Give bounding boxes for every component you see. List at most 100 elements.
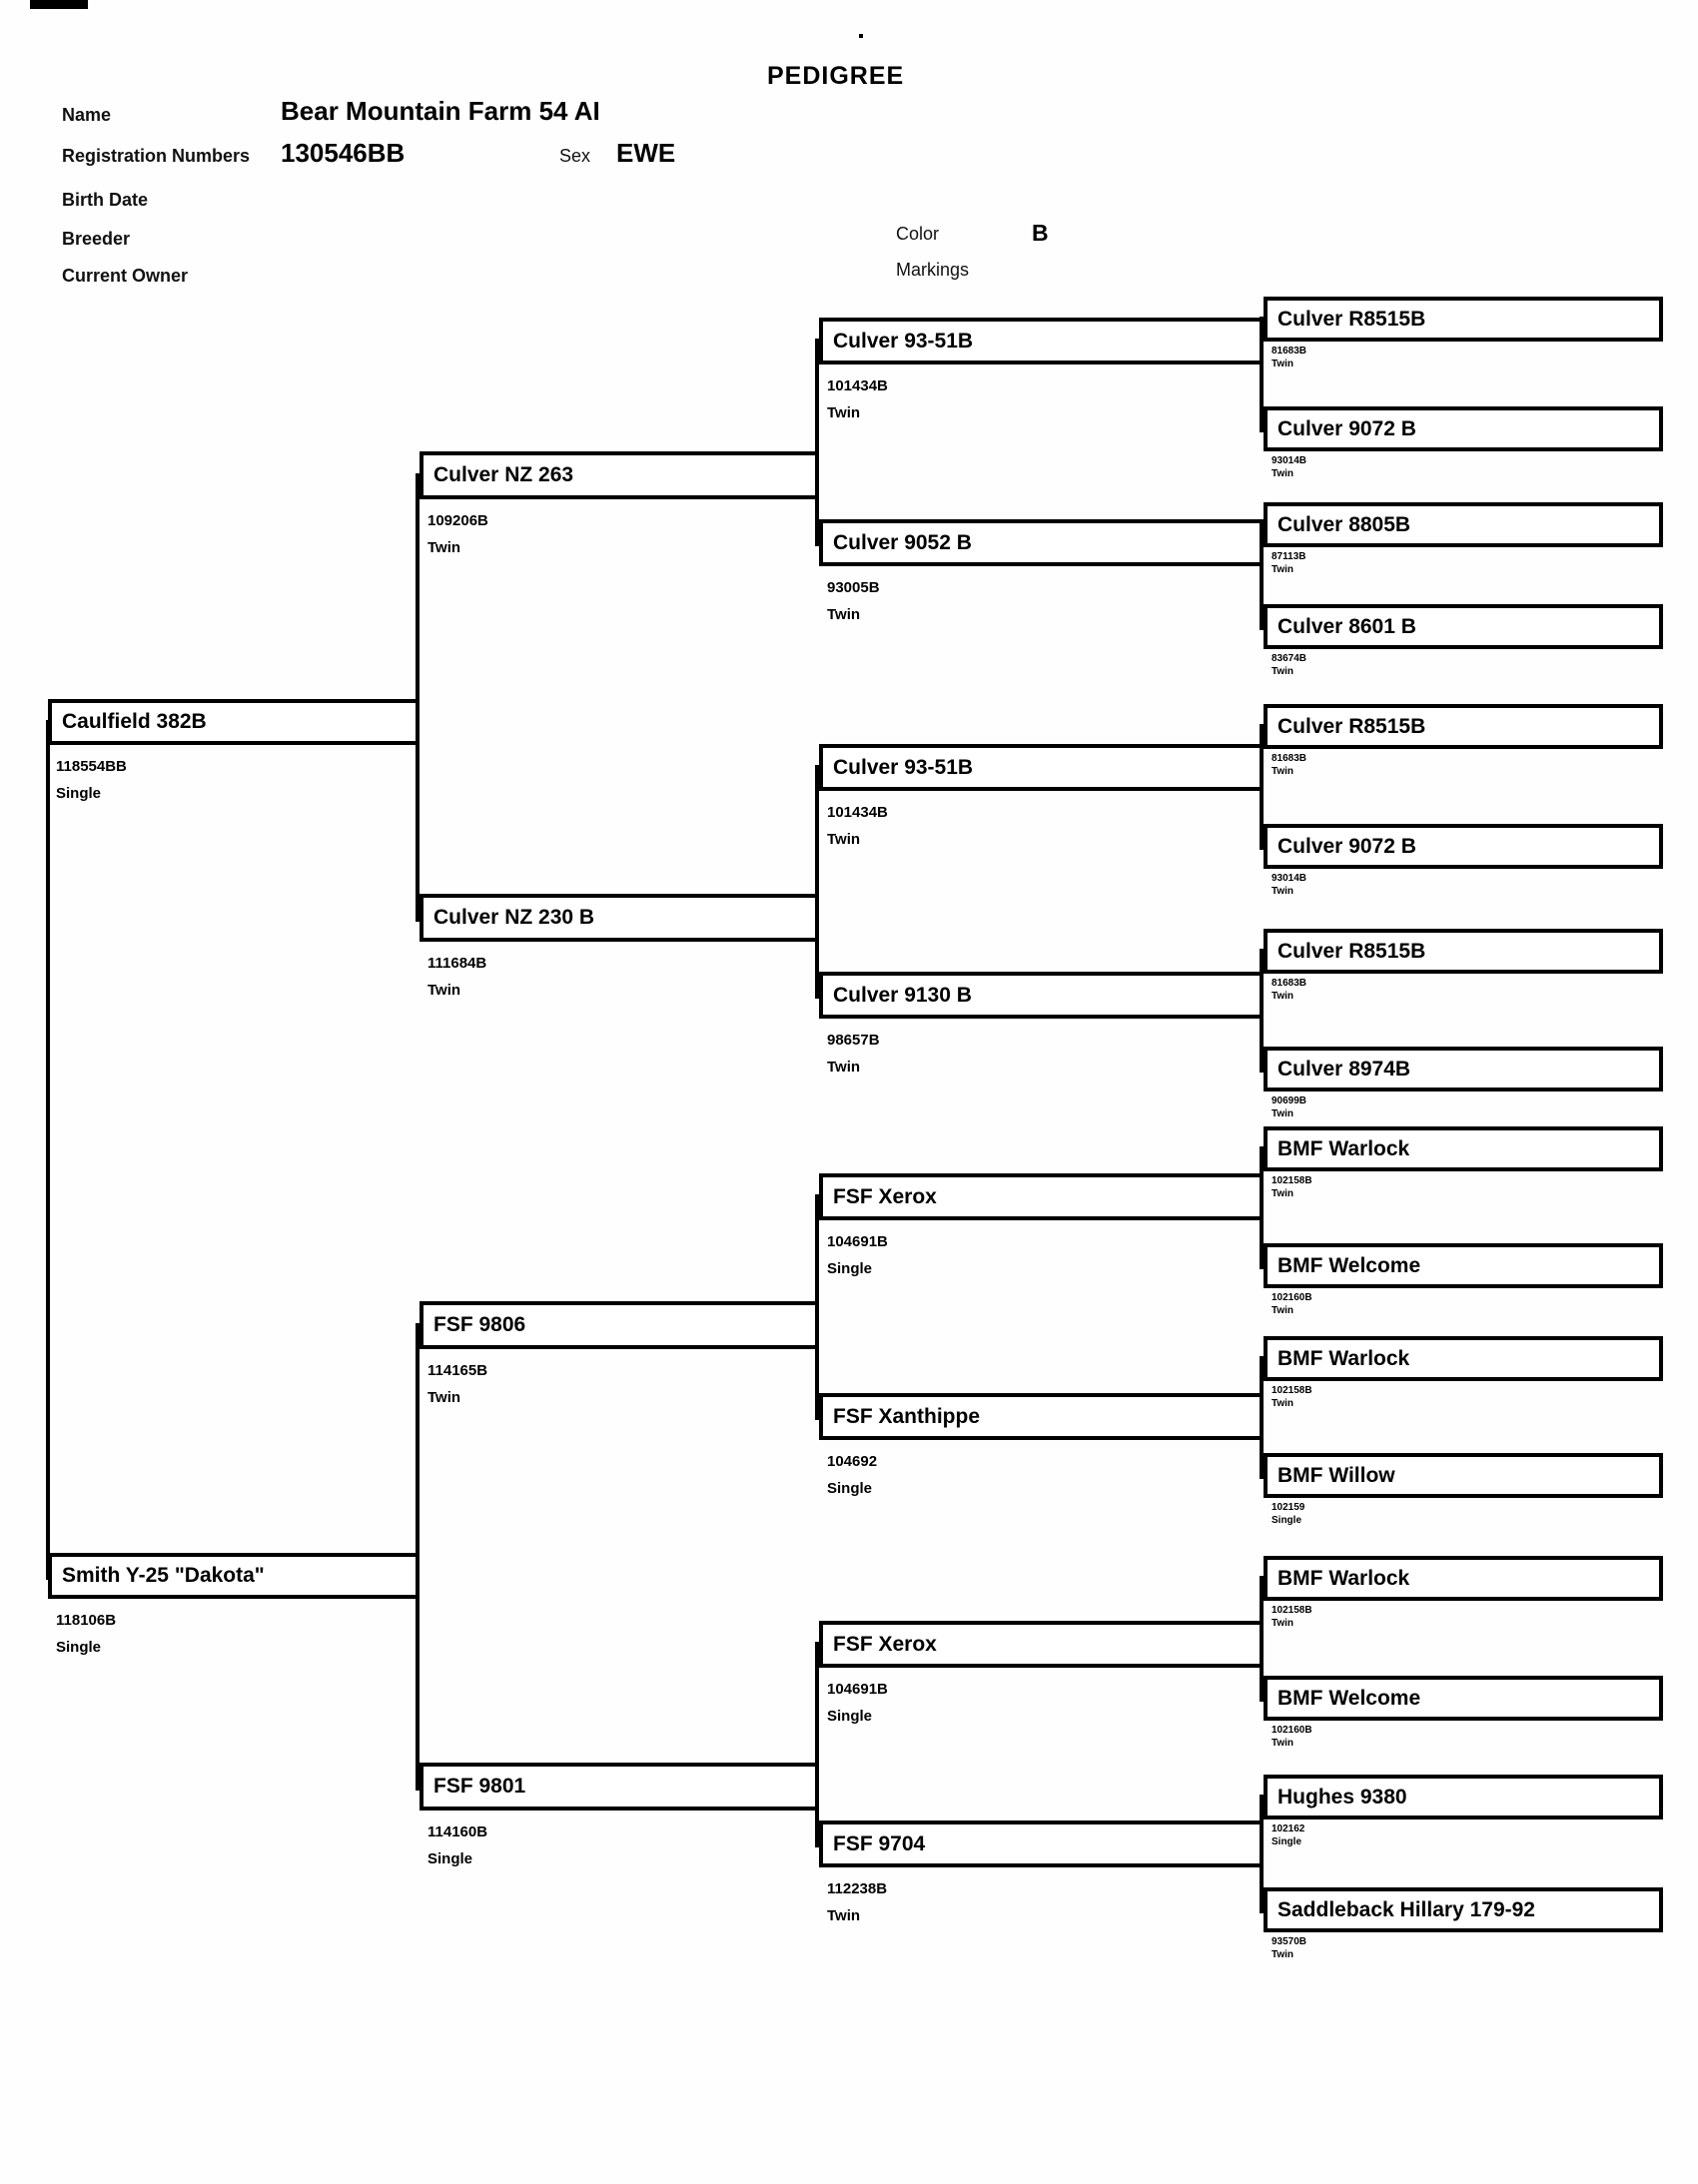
- animal-reg-number: 102160B: [1272, 1292, 1312, 1303]
- animal-reg-number: 111684B: [427, 955, 487, 972]
- animal-details: 93005B Twin: [819, 574, 1264, 628]
- pedigree-node: FSF 9801 114160B Single: [420, 1763, 819, 1872]
- pedigree-node: Culver R8515B 81683B Twin: [1264, 297, 1663, 370]
- animal-name-box: Culver NZ 263: [420, 451, 819, 499]
- animal-details: 104692 Single: [819, 1448, 1264, 1502]
- animal-name: FSF 9801: [433, 1775, 526, 1798]
- animal-details: 83674B Twin: [1264, 652, 1663, 678]
- animal-name: Culver 8974B: [1277, 1057, 1411, 1081]
- animal-name-box: Culver R8515B: [1264, 929, 1663, 974]
- animal-name: Culver NZ 263: [433, 463, 574, 486]
- animal-birth-type: Single: [1272, 1836, 1302, 1847]
- animal-name-box: FSF 9801: [420, 1763, 819, 1811]
- animal-reg-number: 87113B: [1272, 551, 1306, 562]
- animal-details: 104691B Single: [819, 1676, 1264, 1730]
- animal-birth-type: Twin: [1272, 991, 1294, 1002]
- animal-reg-number: 104692: [827, 1453, 878, 1470]
- pedigree-node: BMF Willow 102159 Single: [1264, 1453, 1663, 1527]
- animal-details: 102160B Twin: [1264, 1724, 1663, 1750]
- animal-name-box: Culver 93-51B: [819, 744, 1264, 791]
- animal-birth-type: Twin: [427, 982, 461, 999]
- connector-line: [815, 1642, 819, 1847]
- animal-details: 90699B Twin: [1264, 1094, 1663, 1120]
- animal-reg-number: 101434B: [827, 377, 888, 394]
- animal-name: FSF Xanthippe: [833, 1404, 980, 1428]
- animal-birth-type: Twin: [1272, 1188, 1294, 1199]
- animal-name: Culver 9072 B: [1277, 416, 1416, 440]
- animal-details: 104691B Single: [819, 1228, 1264, 1282]
- animal-details: 101434B Twin: [819, 799, 1264, 853]
- animal-reg-number: 83674B: [1272, 653, 1307, 664]
- pedigree-node: Saddleback Hillary 179-92 93570B Twin: [1264, 1887, 1663, 1961]
- pedigree-node: Culver NZ 263 109206B Twin: [420, 451, 819, 561]
- connector-line: [815, 765, 819, 999]
- sex-label: Sex: [559, 146, 591, 166]
- animal-name: BMF Warlock: [1277, 1136, 1410, 1160]
- animal-birth-type: Twin: [1272, 359, 1294, 369]
- markings-label: Markings: [896, 260, 970, 280]
- animal-birth-type: Twin: [827, 1059, 861, 1076]
- pedigree-node: FSF 9806 114165B Twin: [420, 1301, 819, 1411]
- animal-name-box: Culver 93-51B: [819, 318, 1264, 364]
- animal-reg-number: 102160B: [1272, 1725, 1312, 1736]
- animal-name-box: FSF Xanthippe: [819, 1393, 1264, 1440]
- registration-value: 130546BB: [281, 138, 406, 168]
- animal-name: BMF Willow: [1277, 1463, 1395, 1487]
- animal-reg-number: 118106B: [56, 1612, 117, 1629]
- animal-name-box: Saddleback Hillary 179-92: [1264, 1887, 1663, 1932]
- animal-birth-type: Twin: [1272, 766, 1294, 777]
- animal-details: 112238B Twin: [819, 1875, 1264, 1929]
- animal-name: BMF Welcome: [1277, 1253, 1421, 1277]
- animal-name-box: Culver R8515B: [1264, 297, 1663, 342]
- animal-details: 87113B Twin: [1264, 550, 1663, 576]
- animal-name: Culver 9052 B: [833, 530, 972, 554]
- animal-birth-type: Twin: [1272, 886, 1294, 897]
- animal-details: 111684B Twin: [420, 950, 819, 1004]
- animal-name: Culver R8515B: [1277, 307, 1426, 331]
- animal-birth-type: Single: [827, 1708, 873, 1725]
- animal-name-box: BMF Willow: [1264, 1453, 1663, 1498]
- pedigree-node: Culver R8515B 81683B Twin: [1264, 704, 1663, 778]
- animal-name: Culver 9072 B: [1277, 834, 1416, 858]
- animal-details: 81683B Twin: [1264, 977, 1663, 1003]
- animal-details: 93014B Twin: [1264, 872, 1663, 898]
- animal-name-box: Culver 9072 B: [1264, 824, 1663, 869]
- animal-name-box: BMF Warlock: [1264, 1126, 1663, 1171]
- animal-birth-type: Single: [427, 1850, 473, 1867]
- animal-name: Culver 8805B: [1277, 512, 1411, 536]
- animal-name-box: Culver 8601 B: [1264, 604, 1663, 649]
- pedigree-node: Culver 9130 B 98657B Twin: [819, 972, 1264, 1081]
- pedigree-node: Culver 93-51B 101434B Twin: [819, 318, 1264, 426]
- animal-birth-type: Twin: [1272, 666, 1294, 677]
- animal-birth-type: Single: [1272, 1515, 1302, 1526]
- animal-reg-number: 104691B: [827, 1233, 888, 1250]
- animal-reg-number: 81683B: [1272, 978, 1307, 989]
- scan-artifact: [30, 0, 88, 9]
- animal-details: 114165B Twin: [420, 1357, 819, 1411]
- color-label: Color: [896, 224, 940, 244]
- animal-birth-type: Twin: [1272, 1108, 1294, 1119]
- pedigree-node: BMF Warlock 102158B Twin: [1264, 1556, 1663, 1630]
- pedigree-node: FSF 9704 112238B Twin: [819, 1820, 1264, 1929]
- animal-birth-type: Single: [56, 785, 102, 802]
- animal-birth-type: Single: [827, 1260, 873, 1277]
- animal-name-box: BMF Welcome: [1264, 1243, 1663, 1288]
- animal-reg-number: 102158B: [1272, 1605, 1312, 1616]
- animal-reg-number: 93005B: [827, 579, 880, 596]
- animal-reg-number: 102158B: [1272, 1385, 1312, 1396]
- pedigree-node: Culver 8805B 87113B Twin: [1264, 502, 1663, 576]
- animal-name: Culver NZ 230 B: [433, 906, 595, 929]
- animal-name-box: FSF Xerox: [819, 1621, 1264, 1668]
- animal-name: BMF Warlock: [1277, 1346, 1410, 1370]
- animal-birth-type: Twin: [827, 404, 861, 421]
- animal-name-box: FSF 9806: [420, 1301, 819, 1349]
- breeder-label: Breeder: [62, 229, 131, 249]
- animal-details: 102162 Single: [1264, 1822, 1663, 1848]
- animal-reg-number: 114165B: [427, 1362, 488, 1379]
- pedigree-node: BMF Welcome 102160B Twin: [1264, 1676, 1663, 1750]
- animal-name: Culver 93-51B: [833, 755, 974, 779]
- animal-birth-type: Twin: [427, 1389, 461, 1406]
- animal-name-box: BMF Warlock: [1264, 1556, 1663, 1601]
- animal-details: 114160B Single: [420, 1819, 819, 1872]
- animal-name: Culver 8601 B: [1277, 614, 1416, 638]
